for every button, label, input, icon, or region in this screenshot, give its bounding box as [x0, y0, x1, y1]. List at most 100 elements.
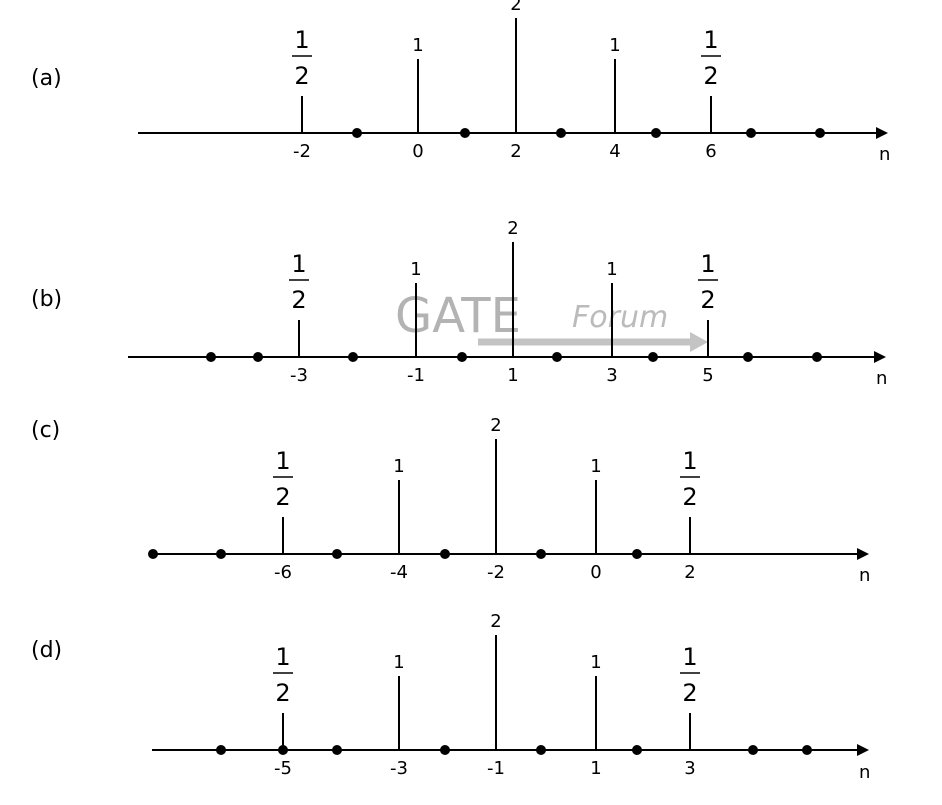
- zero-sample-dot: [632, 549, 642, 559]
- amplitude-label: 1: [609, 35, 620, 56]
- zero-sample-dot: [440, 745, 450, 755]
- amplitude-label: 2: [490, 415, 501, 436]
- n-tick-label: -4: [390, 562, 408, 583]
- fraction-numerator: 1: [275, 447, 290, 475]
- fraction-denominator: 2: [294, 62, 309, 90]
- zero-sample-dot: [348, 352, 358, 362]
- zero-sample-dot: [206, 352, 216, 362]
- zero-sample-dot: [332, 549, 342, 559]
- amplitude-label: 2: [490, 611, 501, 632]
- n-tick-label: 4: [609, 141, 620, 162]
- zero-sample-dot: [216, 745, 226, 755]
- watermark-arrow-head: [690, 332, 708, 352]
- amplitude-label: 1: [606, 259, 617, 280]
- option-label: (b): [31, 287, 62, 312]
- n-tick-label: 0: [590, 562, 601, 583]
- n-tick-label: 0: [412, 141, 423, 162]
- option-label: (d): [31, 638, 62, 663]
- fraction-numerator: 1: [291, 250, 306, 278]
- half-fraction-label: 12: [289, 250, 309, 314]
- n-tick-label: 2: [510, 141, 521, 162]
- half-fraction-label: 12: [698, 250, 718, 314]
- zero-sample-dot: [746, 128, 756, 138]
- zero-sample-dot: [216, 549, 226, 559]
- n-tick-label: 3: [684, 758, 695, 779]
- option-label: (a): [31, 66, 62, 91]
- zero-sample-dot: [743, 352, 753, 362]
- zero-sample-dot: [651, 128, 661, 138]
- n-tick-label: 6: [705, 141, 716, 162]
- n-tick-label: -2: [293, 141, 311, 162]
- fraction-numerator: 1: [275, 643, 290, 671]
- fraction-numerator: 1: [682, 643, 697, 671]
- axis-label-n: n: [876, 368, 887, 389]
- fraction-denominator: 2: [700, 286, 715, 314]
- fraction-numerator: 1: [294, 26, 309, 54]
- half-fraction-label: 12: [680, 643, 700, 707]
- zero-sample-dot: [556, 128, 566, 138]
- n-tick-label: 1: [507, 365, 518, 386]
- n-tick-label: -1: [487, 758, 505, 779]
- axis-arrow-head: [857, 548, 869, 560]
- zero-sample-dot: [812, 352, 822, 362]
- fraction-denominator: 2: [291, 286, 306, 314]
- zero-sample-dot: [632, 745, 642, 755]
- fraction-denominator: 2: [703, 62, 718, 90]
- zero-sample-dot: [536, 745, 546, 755]
- fraction-denominator: 2: [275, 483, 290, 511]
- zero-sample-dot: [148, 549, 158, 559]
- fraction-denominator: 2: [275, 679, 290, 707]
- n-tick-label: 2: [684, 562, 695, 583]
- option-panels: (a)n-212012241612(b)n-312-111231512(c)n-…: [31, 0, 890, 783]
- option-label: (c): [31, 418, 60, 443]
- zero-sample-dot: [253, 352, 263, 362]
- zero-sample-dot: [440, 549, 450, 559]
- n-tick-label: -2: [487, 562, 505, 583]
- axis-arrow-head: [857, 744, 869, 756]
- amplitude-label: 1: [410, 259, 421, 280]
- axis-arrow-head: [876, 127, 888, 139]
- zero-sample-dot: [552, 352, 562, 362]
- half-fraction-label: 12: [292, 26, 312, 90]
- half-fraction-label: 12: [273, 643, 293, 707]
- n-tick-label: -6: [274, 562, 292, 583]
- n-tick-label: 1: [590, 758, 601, 779]
- amplitude-label: 1: [393, 456, 404, 477]
- zero-sample-dot: [802, 745, 812, 755]
- zero-sample-dot: [332, 745, 342, 755]
- half-fraction-label: 12: [680, 447, 700, 511]
- fraction-numerator: 1: [703, 26, 718, 54]
- amplitude-label: 1: [412, 35, 423, 56]
- amplitude-label: 1: [590, 456, 601, 477]
- zero-sample-dot: [460, 128, 470, 138]
- fraction-numerator: 1: [700, 250, 715, 278]
- fraction-denominator: 2: [682, 483, 697, 511]
- n-tick-label: -5: [274, 758, 292, 779]
- amplitude-label: 1: [393, 652, 404, 673]
- n-tick-label: -3: [290, 365, 308, 386]
- amplitude-label: 2: [507, 218, 518, 239]
- n-tick-label: 3: [606, 365, 617, 386]
- axis-label-n: n: [879, 144, 890, 165]
- zero-sample-dot: [748, 745, 758, 755]
- amplitude-label: 2: [510, 0, 521, 15]
- half-fraction-label: 12: [273, 447, 293, 511]
- zero-sample-dot: [352, 128, 362, 138]
- fraction-denominator: 2: [682, 679, 697, 707]
- watermark-sub-text: Forum: [572, 300, 668, 335]
- fraction-numerator: 1: [682, 447, 697, 475]
- axis-label-n: n: [859, 762, 870, 783]
- zero-sample-dot: [815, 128, 825, 138]
- half-fraction-label: 12: [701, 26, 721, 90]
- axis-label-n: n: [859, 565, 870, 586]
- n-tick-label: -3: [390, 758, 408, 779]
- zero-sample-dot: [457, 352, 467, 362]
- zero-sample-dot: [536, 549, 546, 559]
- n-tick-label: 5: [702, 365, 713, 386]
